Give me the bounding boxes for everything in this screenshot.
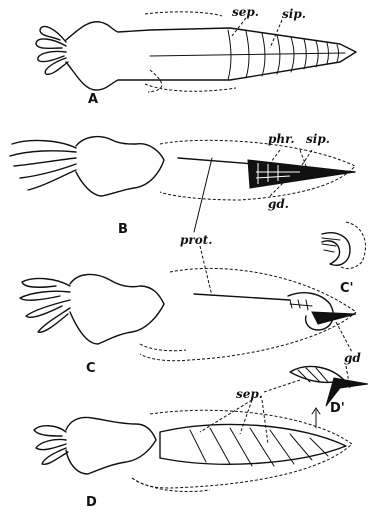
label-gd-c: gd bbox=[344, 351, 361, 365]
panel-a-body bbox=[66, 22, 356, 90]
panel-label-d: D bbox=[86, 495, 97, 510]
panel-d: sep. D bbox=[34, 380, 352, 510]
panel-c-guard bbox=[312, 312, 356, 324]
prot-leaders: prot. bbox=[180, 158, 212, 296]
panel-d-septa bbox=[190, 428, 328, 466]
label-sep-a: sep. bbox=[232, 5, 259, 19]
panel-b-tentacles bbox=[10, 141, 76, 190]
panel-c-tentacles bbox=[20, 279, 70, 333]
panel-d-cuttlebone bbox=[160, 424, 346, 464]
panel-b-phragmocone bbox=[248, 160, 355, 188]
panel-c-coil bbox=[288, 293, 333, 330]
panel-label-b: B bbox=[118, 222, 128, 237]
panel-c-body bbox=[70, 274, 164, 344]
panel-b: phr. sip. gd. B bbox=[10, 132, 355, 237]
panel-a-siphuncle bbox=[150, 53, 345, 56]
arrow bbox=[312, 408, 320, 428]
panel-label-a: A bbox=[88, 92, 98, 107]
panel-d-prime: D' bbox=[290, 366, 368, 428]
label-gd-b: gd. bbox=[268, 197, 289, 211]
panel-label-d-prime: D' bbox=[330, 401, 345, 416]
panel-label-c-prime: C' bbox=[340, 281, 354, 296]
panel-c-pen bbox=[194, 294, 290, 300]
label-phr: phr. bbox=[268, 132, 295, 146]
panel-c-prime-shell bbox=[322, 233, 350, 265]
label-sep-d: sep. bbox=[236, 387, 263, 401]
panel-d-body bbox=[66, 418, 156, 475]
label-sip-a: sip. bbox=[282, 7, 306, 21]
panel-c-prime: C' bbox=[322, 222, 365, 296]
panel-c: gd C bbox=[20, 268, 361, 376]
panel-a-tentacles bbox=[36, 26, 68, 74]
panel-a: sep. sip. A bbox=[36, 5, 356, 107]
panel-c-chambers bbox=[290, 300, 312, 310]
label-prot: prot. bbox=[180, 233, 212, 247]
panel-b-body bbox=[76, 137, 164, 196]
panel-d-tentacles bbox=[34, 426, 68, 465]
panel-label-c: C bbox=[86, 361, 96, 376]
label-sip-b: sip. bbox=[306, 132, 330, 146]
